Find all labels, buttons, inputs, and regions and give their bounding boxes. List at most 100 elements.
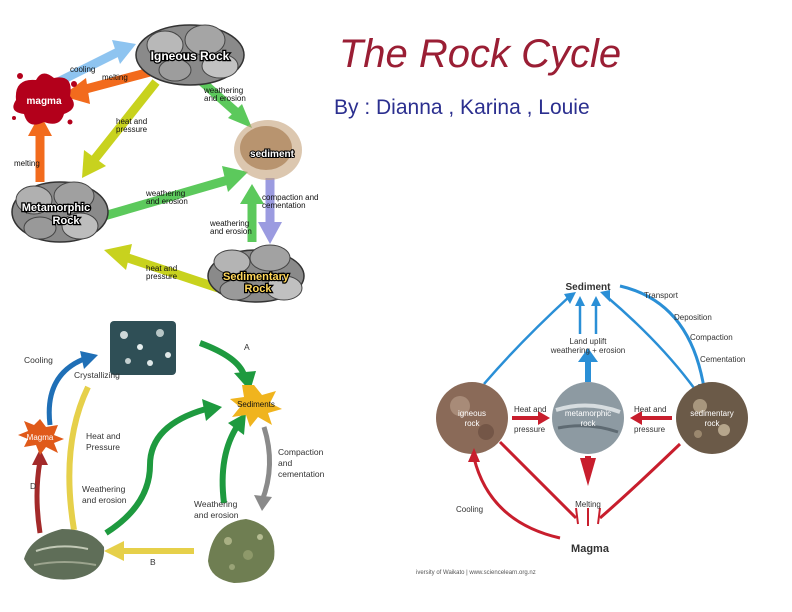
label-weathering-left-1: Weathering <box>82 484 126 494</box>
uplift-arrow-main-head <box>578 348 598 362</box>
label-cooling: Cooling <box>456 505 483 514</box>
label-weathering-right-1: Weathering <box>194 499 238 509</box>
sediment-label: Sediment <box>565 282 611 293</box>
sedimentary-rock-label-1: Sedimentary <box>223 271 290 283</box>
label-heat-pressure-2: Pressure <box>86 442 120 452</box>
label-heat-pressure-low-1: heat and <box>146 264 177 273</box>
metamorphic-rock-node: Metamorphic Rock <box>11 181 109 243</box>
label-heat-pressure-right-2: pressure <box>634 425 666 434</box>
cooling-arrow <box>46 356 85 426</box>
melting-arrow-right <box>599 442 682 520</box>
slide-title: The Rock Cycle <box>338 32 622 76</box>
weathering-arrow-right-head <box>228 413 246 435</box>
uplift-arrow-right <box>605 295 696 389</box>
melting-arrow-left <box>498 440 578 520</box>
metamorphic-label-1: metamorphic <box>565 409 611 418</box>
weathering-arrow-top <box>197 76 252 128</box>
cooling-arrow <box>472 457 561 540</box>
credit-text: iversity of Waikato | www.sciencelearn.o… <box>416 570 536 576</box>
weathering-arrow-long-head <box>202 399 222 421</box>
label-heat-pressure-1: heat and <box>116 117 147 126</box>
label-compaction-2: cementation <box>262 201 306 210</box>
uplift-arrow-left <box>483 295 571 385</box>
label-compaction-1: Compaction <box>278 447 324 457</box>
arrow-b-head <box>104 541 124 561</box>
magma-label: Magma <box>571 543 610 555</box>
rock-cycle-diagram-1: Igneous Rock magma sediment Metamorphic … <box>11 24 318 303</box>
weathering-arrow-long <box>104 406 207 536</box>
weathering-arrow-mid <box>102 166 248 221</box>
metamorphic-rock-image <box>24 529 105 580</box>
label-d: D <box>30 481 36 491</box>
label-compaction-3: cementation <box>278 469 325 479</box>
weathering-arrow-right <box>219 423 241 504</box>
heat-pressure-arrow <box>82 79 160 178</box>
label-heat-pressure-2: pressure <box>116 125 148 134</box>
sedimentary-rock-label-2: Rock <box>245 283 273 295</box>
metamorphic-label-2: rock <box>580 419 596 428</box>
sedimentary-rock-image <box>208 519 275 583</box>
igneous-rock-node: igneous rock <box>436 382 508 454</box>
label-weathering-low-2: and erosion <box>210 227 252 236</box>
label-weathering-top-2: and erosion <box>204 94 246 103</box>
metamorphic-rock-label-2: Rock <box>53 215 81 227</box>
heat-pressure-arrow-low <box>104 244 220 293</box>
compaction-arrow <box>259 426 273 502</box>
heat-pressure-arrow-left-head <box>538 411 550 425</box>
compaction-arrow-head <box>254 495 272 511</box>
transport-arrow <box>619 284 706 389</box>
label-cementation: Cementation <box>700 355 745 364</box>
weathering-arrow-low <box>240 184 264 242</box>
label-transport: Transport <box>644 291 679 300</box>
sedimentary-rock-node: Sedimentary Rock <box>207 244 305 303</box>
igneous-label-2: rock <box>464 419 480 428</box>
magma-label: magma <box>26 96 61 107</box>
igneous-rock-node: Igneous Rock <box>135 24 245 86</box>
label-b: B <box>150 557 156 567</box>
magma-node: magma <box>12 73 77 125</box>
label-weathering-mid-1: weathering <box>145 189 185 198</box>
cooling-arrow-head <box>80 351 98 369</box>
igneous-label-1: igneous <box>458 409 486 418</box>
label-compaction: Compaction <box>690 333 733 342</box>
cooling-arrow-head <box>468 448 480 462</box>
label-deposition: Deposition <box>674 313 712 322</box>
label-melting-left: melting <box>14 159 40 168</box>
label-weathering-right-2: and erosion <box>194 510 239 520</box>
label-heat-pressure-1: Heat and <box>86 431 121 441</box>
magma-node: Magma <box>18 419 64 455</box>
weathering-arrow-left <box>66 385 91 531</box>
label-cooling: Cooling <box>24 355 53 365</box>
uplift-arrow-left-head <box>564 292 576 304</box>
label-heat-pressure-right-1: Heat and <box>634 405 666 414</box>
rock-cycle-diagram-3: Sediment igneous rock metamorphic rock s… <box>416 282 748 576</box>
uplift-arrow-center-1-head <box>575 296 585 306</box>
sediments-node: Sediments <box>230 385 282 427</box>
label-weathering-low-1: weathering <box>209 219 249 228</box>
melting-arrow-center <box>580 458 596 486</box>
label-crystallizing: Crystallizing <box>74 370 120 380</box>
label-land-uplift-2: weathering + erosion <box>550 346 626 355</box>
compaction-arrow <box>258 178 282 244</box>
label-weathering-left-2: and erosion <box>82 495 127 505</box>
label-a: A <box>244 342 250 352</box>
label-heat-pressure-left-1: Heat and <box>514 405 546 414</box>
label-weathering-top-1: weathering <box>203 86 243 95</box>
sedimentary-label-2: rock <box>704 419 720 428</box>
cooling-arrow <box>55 40 136 87</box>
label-compaction-2: and <box>278 458 292 468</box>
melting-arrow-3 <box>597 507 601 525</box>
sediments-label: Sediments <box>237 400 275 409</box>
igneous-rock-label: Igneous Rock <box>151 49 230 63</box>
label-heat-pressure-left-2: pressure <box>514 425 546 434</box>
arrow-a <box>198 340 247 377</box>
uplift-arrow-right-head <box>600 290 610 302</box>
magma-label: Magma <box>27 433 54 442</box>
melting-arrow-left <box>28 114 52 182</box>
arrow-d <box>34 460 43 534</box>
melting-arrow-1 <box>575 507 579 525</box>
label-cooling: cooling <box>70 65 95 74</box>
heat-pressure-arrow-right-head <box>630 411 642 425</box>
label-melting: Melting <box>575 500 601 509</box>
metamorphic-rock-node: metamorphic rock <box>552 382 624 454</box>
